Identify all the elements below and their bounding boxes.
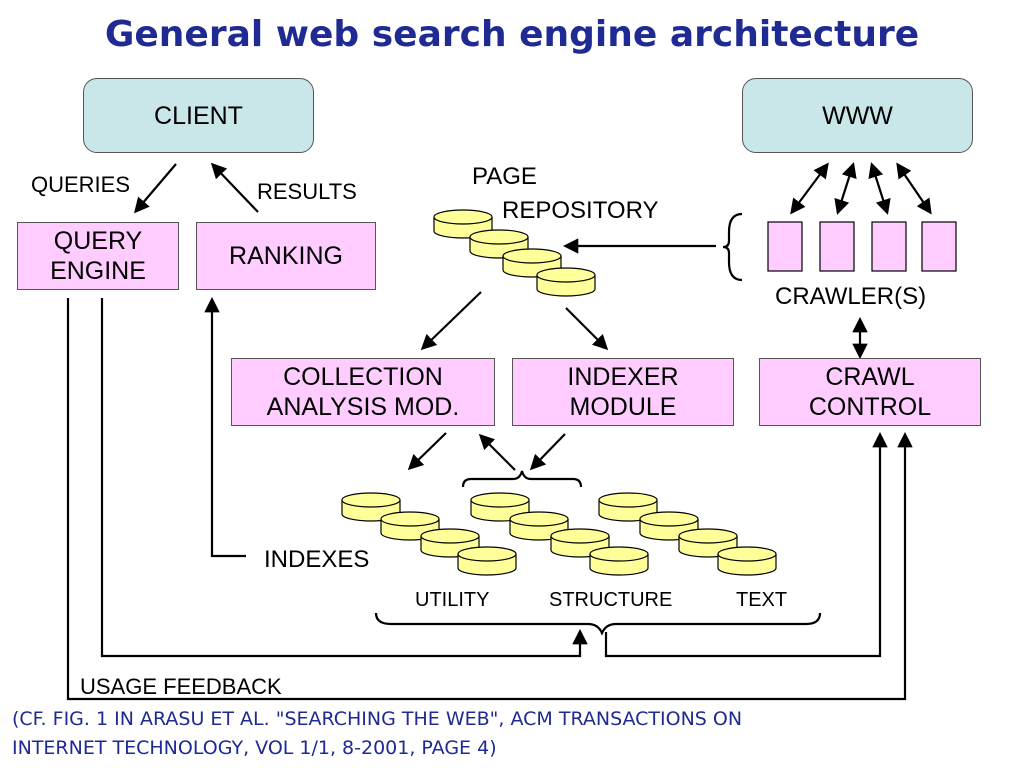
client-label: CLIENT bbox=[154, 101, 243, 130]
structure-label: STRUCTURE bbox=[549, 589, 673, 611]
page-title: General web search engine architecture bbox=[104, 14, 920, 55]
query-engine-label-line1: QUERY bbox=[53, 227, 143, 255]
collection-analysis-label-line1: COLLECTION bbox=[283, 363, 443, 391]
indexer-module-label-line1: INDEXER bbox=[567, 363, 679, 391]
ranking-label: RANKING bbox=[229, 242, 343, 270]
text-label: TEXT bbox=[736, 589, 788, 611]
crawler-icons bbox=[767, 221, 957, 272]
www-box: WWW bbox=[742, 78, 973, 153]
utility-label: UTILITY bbox=[415, 589, 490, 611]
www-label: WWW bbox=[822, 101, 893, 130]
crawl-control-label-line2: CONTROL bbox=[808, 393, 932, 421]
indexes-label: INDEXES bbox=[264, 546, 370, 573]
crawlers-label: CRAWLER(S) bbox=[775, 283, 927, 310]
citation-line2: INTERNET TECHNOLOGY, VOL 1/1, 8-2001, PA… bbox=[12, 737, 497, 759]
query-engine-label-line2: ENGINE bbox=[50, 257, 146, 285]
collection-analysis-label-line2: ANALYSIS MOD. bbox=[266, 393, 460, 421]
usage-feedback-label: USAGE FEEDBACK bbox=[80, 674, 282, 699]
results-label: RESULTS bbox=[257, 179, 357, 204]
citation-line1: (CF. FIG. 1 IN ARASU ET AL. "SEARCHING T… bbox=[12, 708, 743, 730]
client-box: CLIENT bbox=[83, 78, 314, 153]
page-label: PAGE bbox=[472, 163, 537, 190]
indexer-module-label-line2: MODULE bbox=[569, 393, 677, 421]
crawl-control-label-line1: CRAWL bbox=[825, 363, 915, 391]
repository-label: REPOSITORY bbox=[502, 197, 659, 224]
citation-caption: (CF. FIG. 1 IN ARASU ET AL. "SEARCHING T… bbox=[12, 705, 1012, 763]
queries-label: QUERIES bbox=[31, 172, 131, 197]
ranking-box: RANKING bbox=[196, 222, 376, 290]
